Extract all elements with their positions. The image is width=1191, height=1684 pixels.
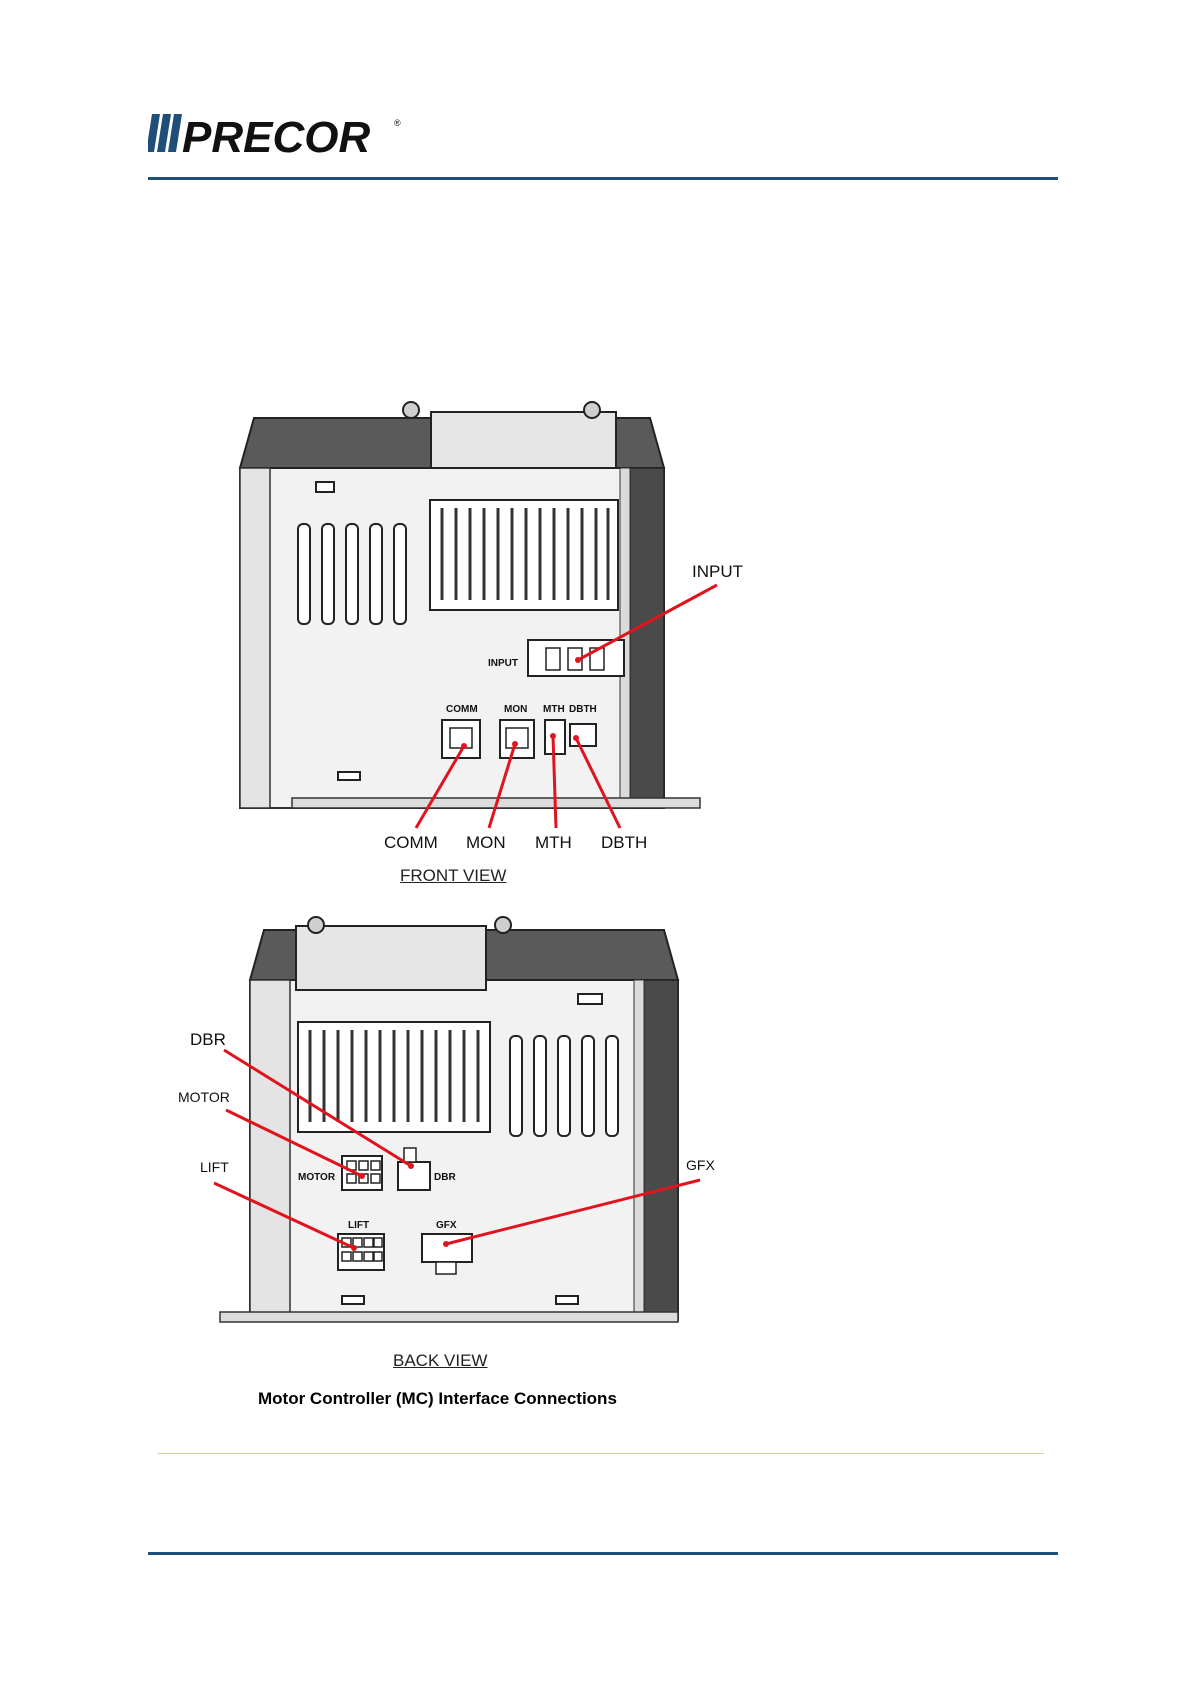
callout-comm: COMM xyxy=(384,833,438,852)
front-panel-label-input: INPUT xyxy=(488,658,518,669)
callout-motor: MOTOR xyxy=(178,1089,230,1105)
back-panel-label-gfx: GFX xyxy=(436,1220,457,1231)
front-panel-label-dbth: DBTH xyxy=(569,704,597,715)
figure-caption: Motor Controller (MC) Interface Connecti… xyxy=(258,1389,617,1409)
back-panel-label-motor: MOTOR xyxy=(298,1172,336,1183)
callout-dbth: DBTH xyxy=(601,833,647,852)
front-panel-label-comm: COMM xyxy=(446,704,478,715)
callout-dbr: DBR xyxy=(190,1030,226,1049)
back-panel-label-lift: LIFT xyxy=(348,1220,369,1231)
back-view-label: BACK VIEW xyxy=(393,1351,487,1371)
callout-gfx: GFX xyxy=(686,1157,715,1173)
back-panel-label-dbr: DBR xyxy=(434,1172,456,1183)
back-view-device xyxy=(220,917,678,1322)
front-view-device xyxy=(240,402,700,808)
callout-mth: MTH xyxy=(535,833,572,852)
footer-rule xyxy=(148,1552,1058,1555)
callout-input: INPUT xyxy=(692,562,743,581)
section-divider xyxy=(158,1453,1044,1454)
front-panel-label-mon: MON xyxy=(504,704,527,715)
front-panel-label-mth: MTH xyxy=(543,704,565,715)
callout-lift: LIFT xyxy=(200,1159,229,1175)
front-view-label: FRONT VIEW xyxy=(400,866,506,886)
callout-mon: MON xyxy=(466,833,506,852)
